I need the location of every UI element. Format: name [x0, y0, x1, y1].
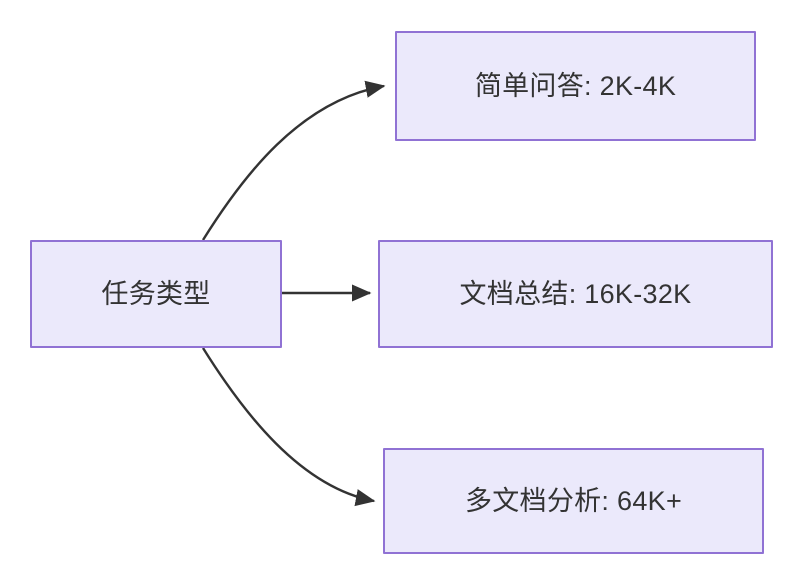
node-label: 文档总结: 16K-32K	[459, 278, 692, 309]
node-multi-document-analysis[interactable]: 多文档分析: 64K+	[383, 448, 764, 554]
node-label: 任务类型	[101, 278, 211, 309]
node-task-type-root[interactable]: 任务类型	[30, 240, 282, 348]
node-label: 简单问答: 2K-4K	[474, 70, 677, 101]
edge-root-to-multi-doc	[201, 347, 376, 507]
node-document-summary[interactable]: 文档总结: 16K-32K	[378, 240, 773, 348]
edge-root-to-simple-qa	[201, 80, 386, 241]
node-simple-qa[interactable]: 简单问答: 2K-4K	[395, 31, 756, 141]
node-label: 多文档分析: 64K+	[464, 485, 683, 516]
